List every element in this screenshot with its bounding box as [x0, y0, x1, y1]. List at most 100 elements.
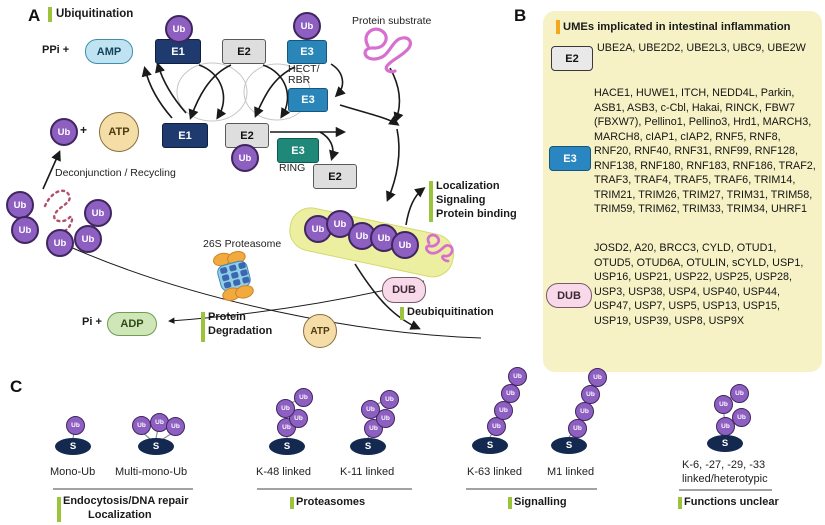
- dub-gene-list: JOSD2, A20, BRCC3, CYLD, OTUD1, OTUD5, O…: [594, 242, 804, 327]
- chain-label-k48: K-48 linked: [256, 466, 312, 478]
- ub-badge: Ub: [74, 225, 102, 253]
- e2-group-box: E2: [551, 46, 593, 71]
- panel-c-label: C: [10, 377, 23, 396]
- hect-label: HECT/: [288, 63, 320, 75]
- ub-badge: Ub: [84, 199, 112, 227]
- ub-badge: Ub: [501, 384, 520, 403]
- substrate-s: S: [138, 438, 174, 455]
- ub-badge: Ub: [380, 390, 399, 409]
- ub-badge: Ub: [730, 384, 749, 403]
- reaction-arrows: [42, 62, 426, 330]
- ub-badge: Ub: [494, 401, 513, 420]
- ub-badge: Ub: [581, 385, 600, 404]
- ub-badge: Ub: [588, 368, 607, 387]
- deubiquitination-accent-bar: [400, 307, 404, 320]
- ub-badge: Ub: [487, 417, 506, 436]
- ub-badge: Ub: [289, 409, 308, 428]
- ppi-label: PPi +: [42, 44, 70, 56]
- e3-ring-box: E3: [277, 138, 319, 163]
- e1-enzyme-box-bottom: E1: [162, 123, 208, 148]
- panel-a-label: A: [28, 6, 41, 25]
- degradation-accent-bar: [201, 312, 205, 342]
- fn1-accent-bar: [57, 497, 61, 522]
- e2-enzyme-box-bottom: E2: [225, 123, 269, 148]
- e1-enzyme-box-top: E1: [155, 39, 201, 64]
- ub-badge: Ub: [50, 118, 78, 146]
- panel-b-label: B: [514, 6, 527, 25]
- chain-label-k63: K-63 linked: [467, 466, 523, 478]
- protein-substrate-squiggle: [363, 27, 412, 74]
- e3-group-box: E3: [549, 146, 591, 171]
- substrate-s: S: [350, 438, 386, 455]
- ub-badge: Ub: [391, 231, 419, 259]
- fn-functions-unclear-label: Functions unclear: [684, 496, 779, 508]
- chain-label-heterotypic-1: K-6, -27, -29, -33: [682, 459, 766, 471]
- protein-degradation-label-1: Protein: [208, 311, 246, 323]
- chain-label-heterotypic-2: linked/heterotypic: [682, 473, 768, 485]
- function-rules: [53, 488, 772, 491]
- panel-b-background: [543, 11, 822, 372]
- ub-badge: Ub: [714, 395, 733, 414]
- proteasome-icon: [212, 251, 254, 301]
- panel-b-accent-bar: [556, 20, 560, 34]
- chain-label-k11: K-11 linked: [340, 466, 395, 478]
- fn-proteasomes-label: Proteasomes: [296, 496, 366, 508]
- ub-badge: Ub: [376, 409, 395, 428]
- ub-badge: Ub: [732, 408, 751, 427]
- amp-molecule: AMP: [85, 39, 133, 64]
- pi-label: Pi +: [82, 316, 102, 328]
- plus-sign: +: [80, 123, 88, 137]
- ring-label: RING: [279, 162, 306, 174]
- e2-gene-list: UBE2A, UBE2D2, UBE2L3, UBC9, UBE2W: [597, 42, 806, 54]
- outcome-protein-binding: Protein binding: [436, 208, 517, 220]
- outcome-signaling: Signaling: [436, 194, 486, 206]
- atp-molecule-2: ATP: [303, 314, 337, 348]
- dub-group-box: DUB: [546, 283, 592, 308]
- ub-badge: Ub: [66, 416, 85, 435]
- e3-gene-list: HACE1, HUWE1, ITCH, NEDD4L, Parkin, ASB1…: [594, 87, 816, 215]
- fn2-accent-bar: [290, 497, 294, 509]
- ub-badge: Ub: [294, 388, 313, 407]
- substrate-s: S: [472, 437, 508, 454]
- ub-badge: Ub: [231, 144, 259, 172]
- ubiquitination-title: Ubiquitination: [56, 8, 134, 20]
- ubiquitination-accent-bar: [48, 7, 52, 22]
- panel-b-title: UMEs implicated in intestinal inflammati…: [563, 21, 791, 33]
- e3-hect-box-bottom: E3: [288, 88, 328, 112]
- e2-ring-partner-box: E2: [313, 164, 357, 189]
- fn-signalling-label: Signalling: [514, 496, 567, 508]
- fn4-accent-bar: [678, 497, 682, 509]
- rbr-label: RBR: [288, 74, 311, 86]
- substrate-s: S: [551, 437, 587, 454]
- ub-badge: Ub: [293, 12, 321, 40]
- ub-badge: Ub: [166, 417, 185, 436]
- chain-end-squiggle: [425, 233, 454, 263]
- substrate-s: S: [55, 438, 91, 455]
- dub-enzyme: DUB: [382, 277, 426, 303]
- protein-degradation-label-2: Degradation: [208, 325, 273, 337]
- fn-localization-label: Localization: [88, 509, 152, 521]
- chain-label-multi-mono: Multi-mono-Ub: [115, 466, 188, 478]
- chain-label-m1: M1 linked: [547, 466, 595, 478]
- ub-badge: Ub: [276, 399, 295, 418]
- deubiquitination-label: Deubiquitination: [407, 306, 494, 318]
- deconjunction-label: Deconjunction / Recycling: [55, 167, 176, 179]
- ub-badge: Ub: [132, 416, 151, 435]
- ub-badge: Ub: [165, 15, 193, 43]
- proteasome-label: 26S Proteasome: [203, 238, 282, 250]
- e2-enzyme-box-top: E2: [222, 39, 266, 64]
- chain-label-mono: Mono-Ub: [50, 466, 96, 478]
- outcome-localization: Localization: [436, 180, 500, 192]
- fn-endocytosis-label: Endocytosis/DNA repair: [63, 495, 189, 507]
- protein-substrate-label: Protein substrate: [352, 15, 432, 27]
- ub-badge: Ub: [11, 216, 39, 244]
- substrate-s: S: [707, 435, 743, 452]
- e3-hect-box-top: E3: [287, 40, 327, 64]
- ub-badge: Ub: [508, 367, 527, 386]
- ub-badge: Ub: [361, 400, 380, 419]
- substrate-s: S: [269, 438, 305, 455]
- outcomes-accent-bar: [429, 181, 433, 222]
